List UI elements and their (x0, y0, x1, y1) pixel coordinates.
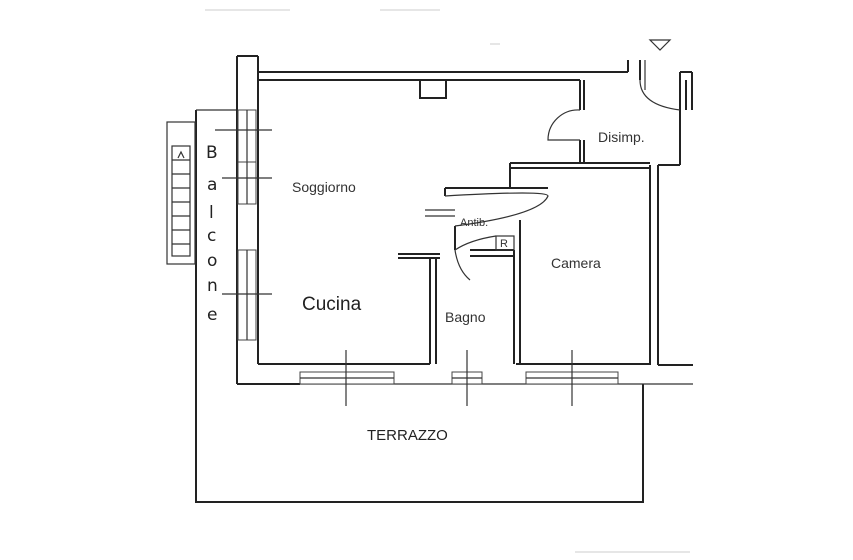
antibagno-label: Antib. (460, 217, 488, 229)
balcone-letter: l (209, 203, 214, 223)
balcone-label: B a l c o n e (206, 143, 218, 325)
left-windows (215, 109, 272, 341)
disimpegno-label: Disimp. (598, 129, 645, 145)
balcone-letter: B (206, 143, 218, 163)
ripostiglio-label: R (500, 238, 508, 250)
entrance-marker-icon (648, 39, 672, 51)
balcone-letter: o (207, 251, 217, 271)
door-swings (425, 60, 681, 281)
bottom-windows (299, 350, 619, 406)
soggiorno-label: Soggiorno (292, 179, 356, 195)
balcone-letter: e (207, 305, 217, 325)
outer-walls (236, 55, 693, 385)
staircase (166, 121, 196, 265)
bagno-label: Bagno (445, 309, 486, 325)
camera-label: Camera (551, 255, 601, 271)
interior-walls (398, 80, 650, 364)
balcone-letter: a (207, 175, 217, 195)
balcone-letter: n (207, 276, 218, 296)
scan-marks (205, 9, 690, 553)
terrazzo-label: TERRAZZO (367, 427, 448, 444)
cucina-label: Cucina (302, 294, 362, 315)
balcone-letter: c (207, 226, 216, 246)
